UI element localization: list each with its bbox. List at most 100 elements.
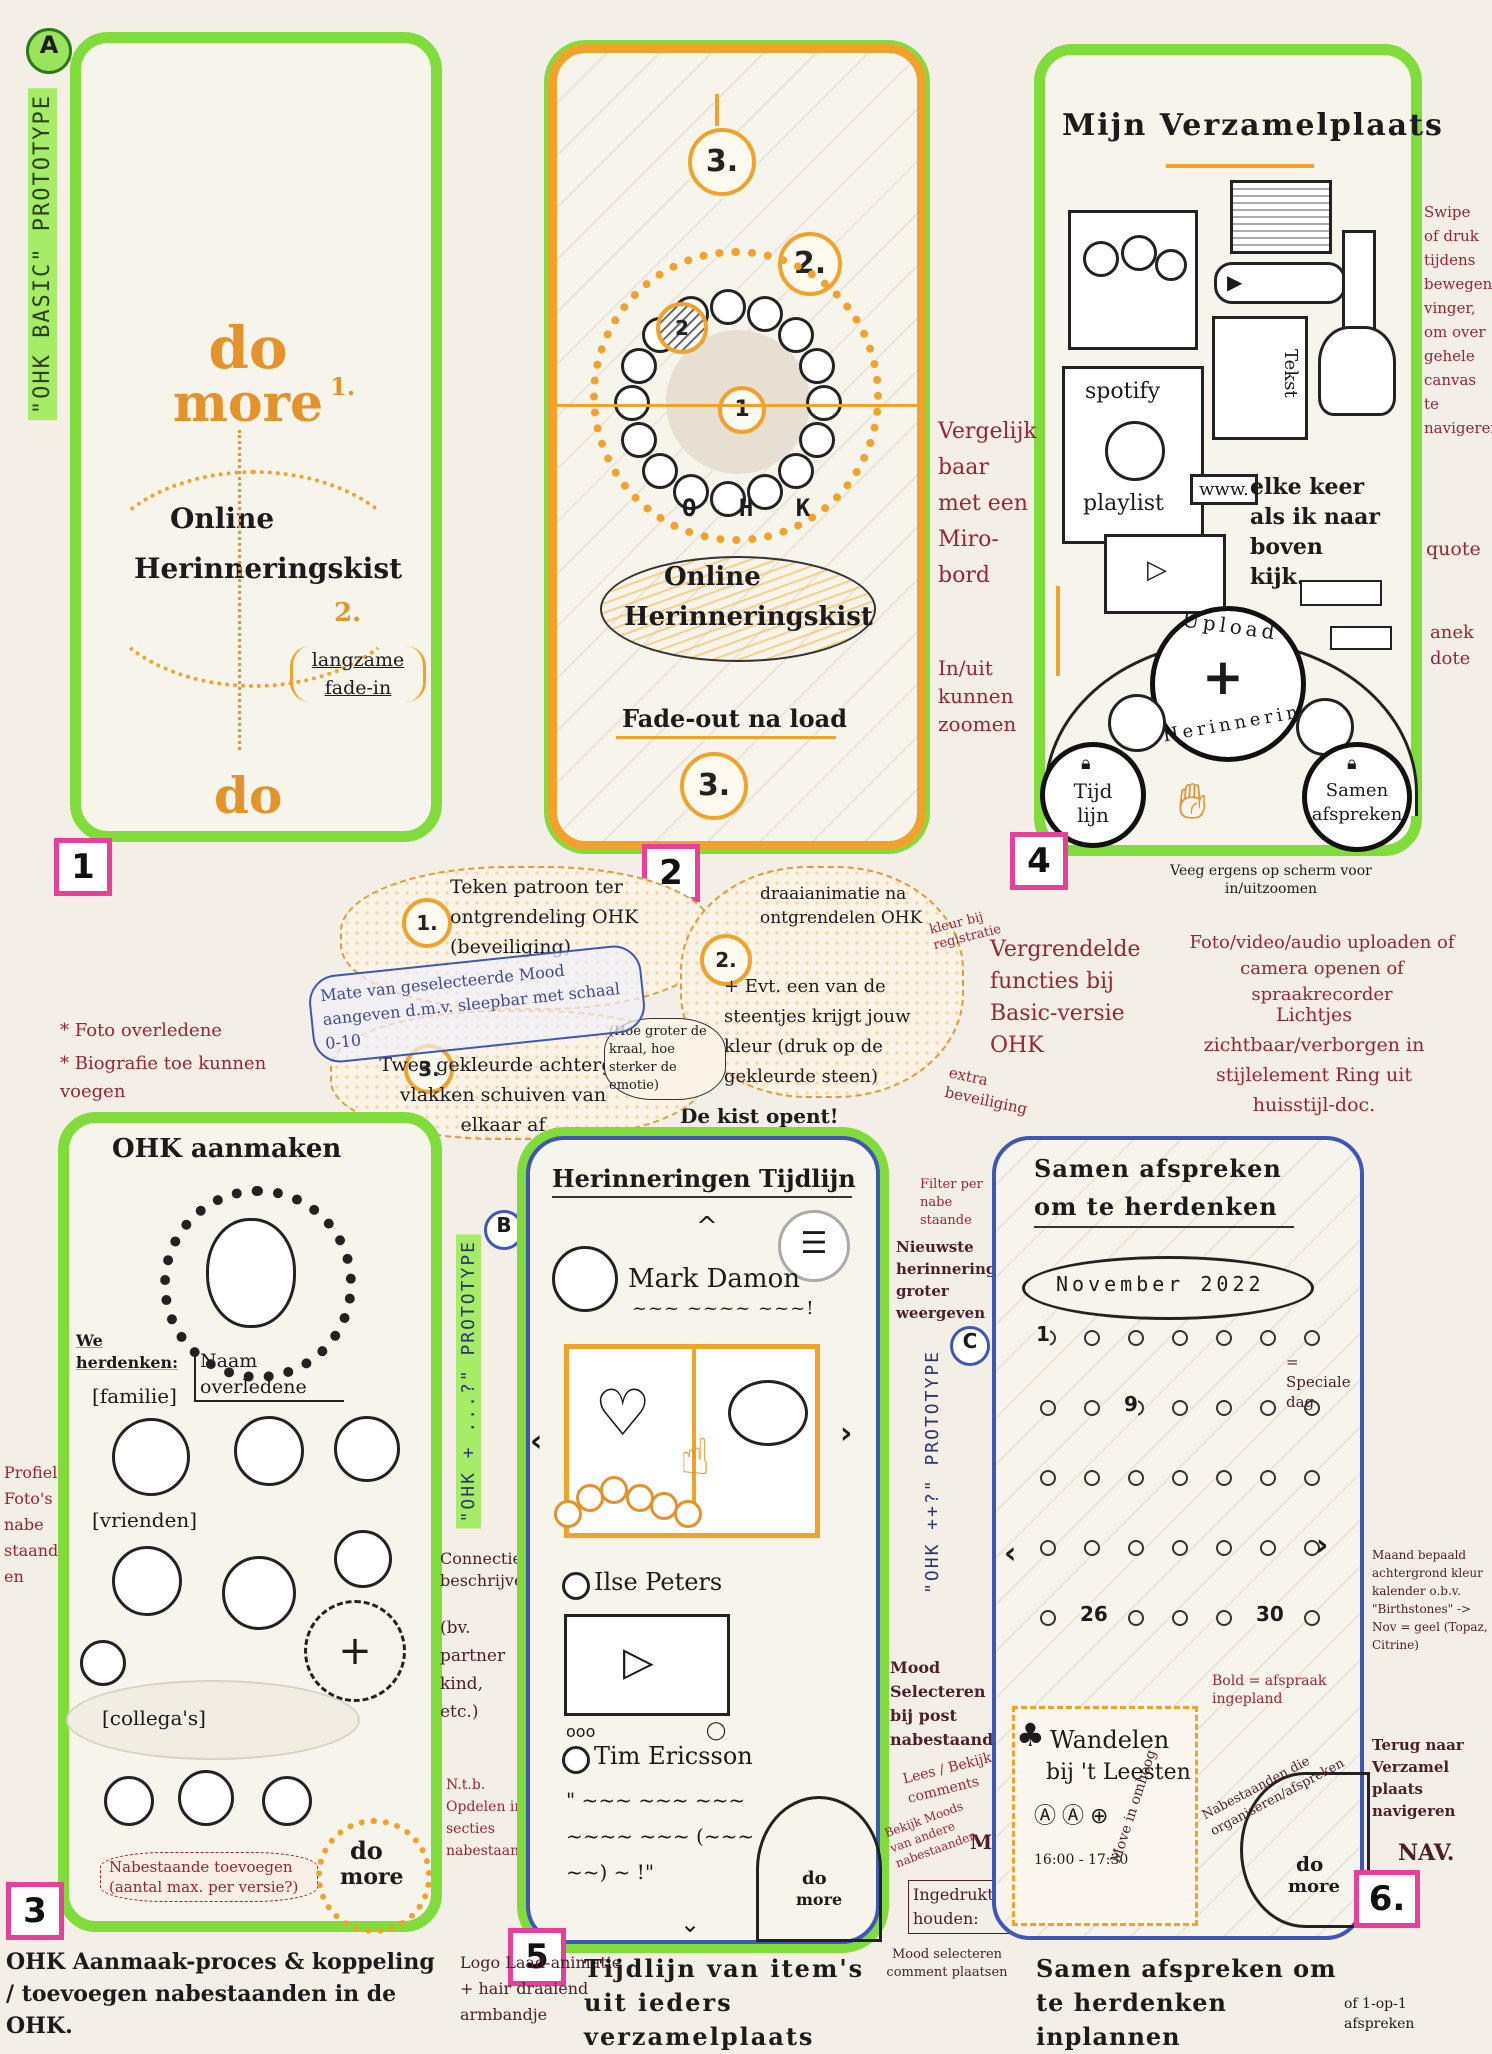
s6-calendar-day[interactable] — [1128, 1540, 1144, 1556]
s5-mood-beads[interactable] — [554, 1470, 704, 1530]
s6-calendar-day-label: 9 — [1124, 1392, 1138, 1416]
s5-filter-button[interactable]: ☰ — [778, 1210, 850, 1282]
s3-avatar[interactable] — [112, 1418, 190, 1496]
s1-logo: do more — [168, 318, 328, 430]
s5-mood-bead[interactable] — [674, 1500, 702, 1528]
s6-calendar-day[interactable] — [1172, 1540, 1188, 1556]
s6-calendar-day[interactable] — [1304, 1400, 1320, 1416]
chevron-left-icon[interactable]: ‹ — [1004, 1536, 1017, 1571]
s4-upload-circle[interactable] — [1150, 606, 1306, 762]
s5-user1-name[interactable]: Mark Damon — [628, 1264, 800, 1294]
s2-bead[interactable] — [777, 317, 814, 354]
hand-icon: ✋︎ — [1178, 772, 1207, 830]
s6-calendar-day[interactable] — [1172, 1330, 1188, 1346]
s6-logo-do: do — [1296, 1852, 1324, 1876]
s3-avatar[interactable] — [222, 1556, 296, 1630]
s3-avatar[interactable] — [80, 1640, 126, 1686]
s5-user3-avatar[interactable] — [562, 1746, 590, 1774]
s3-naam-field[interactable]: Naam overledene — [194, 1348, 344, 1402]
caption-screen-6b: of 1-op-1 afspreken — [1344, 1996, 1415, 2032]
s6-calendar-day[interactable] — [1128, 1330, 1144, 1346]
s6-event-card[interactable] — [1012, 1706, 1198, 1926]
s6-calendar-day[interactable] — [1084, 1330, 1100, 1346]
s6-calendar-day[interactable] — [1304, 1330, 1320, 1346]
s4-tijdlijn-button[interactable]: 🔒︎ Tijd lijn — [1040, 742, 1146, 848]
s2-bead[interactable] — [710, 481, 746, 517]
s5-mood-bead[interactable] — [650, 1492, 678, 1520]
chevron-left-icon[interactable]: ‹ — [530, 1424, 543, 1459]
s6-calendar-day[interactable] — [1260, 1330, 1276, 1346]
s6-calendar-day[interactable] — [1216, 1330, 1232, 1346]
s2-bead[interactable] — [746, 473, 783, 510]
s5-user2-avatar[interactable] — [562, 1572, 590, 1600]
s3-avatar[interactable] — [178, 1770, 234, 1826]
s2-bead[interactable] — [621, 348, 658, 385]
s6-calendar-day[interactable] — [1216, 1400, 1232, 1416]
s6-calendar-day[interactable] — [1260, 1400, 1276, 1416]
s3-avatar[interactable] — [262, 1776, 312, 1826]
s6-calendar-day[interactable] — [1128, 1470, 1144, 1486]
note-quote: quote — [1426, 538, 1481, 560]
s3-avatar[interactable] — [334, 1416, 400, 1482]
s5-user2-name[interactable]: Ilse Peters — [594, 1568, 723, 1596]
s4-spotify-card: spotify playlist — [1062, 366, 1204, 544]
s3-nabestaanden-note: Nabestaande toevoegen (aantal max. per v… — [100, 1852, 318, 1902]
s6-calendar-day[interactable] — [1260, 1540, 1276, 1556]
s6-calendar-day[interactable] — [1216, 1610, 1232, 1626]
s2-bead[interactable] — [614, 385, 650, 421]
s6-calendar-day[interactable] — [1128, 1610, 1144, 1626]
chevron-down-icon[interactable]: ⌄ — [680, 1910, 701, 1938]
s2-bead[interactable] — [642, 452, 679, 489]
s6-calendar-day[interactable] — [1040, 1470, 1056, 1486]
s2-bead[interactable] — [798, 348, 835, 385]
s2-ohk-beads: O H K — [682, 494, 825, 522]
s1-fade-line2: fade-in — [324, 677, 392, 699]
note-3-text: Twee gekleurde achtergr. vlakken schuive… — [379, 1054, 627, 1136]
s2-bead[interactable] — [710, 289, 746, 325]
s6-calendar-day[interactable] — [1084, 1540, 1100, 1556]
s6-month-pill[interactable] — [1022, 1256, 1314, 1320]
plus-icon[interactable]: + — [1202, 648, 1244, 706]
s6-calendar-day[interactable] — [1216, 1540, 1232, 1556]
s5-user3-name[interactable]: Tim Ericsson — [594, 1742, 753, 1770]
s3-avatar[interactable] — [234, 1416, 304, 1486]
s6-calendar-day[interactable] — [1040, 1610, 1056, 1626]
note-2b-text: + Evt. een van de steentjes krijgt jouw … — [724, 976, 911, 1087]
s2-bead[interactable] — [777, 452, 814, 489]
s6-calendar-day[interactable] — [1172, 1470, 1188, 1486]
s3-add-relative-button[interactable]: + — [304, 1600, 406, 1702]
s6-calendar-day[interactable] — [1304, 1610, 1320, 1626]
s6-calendar-day[interactable] — [1172, 1610, 1188, 1626]
s5-mood-bead[interactable] — [600, 1476, 628, 1504]
s2-bead[interactable] — [621, 421, 658, 458]
s6-calendar-day[interactable] — [1172, 1400, 1188, 1416]
s5-move-dome — [756, 1796, 882, 1942]
s4-samen-button[interactable]: 🔒︎ Samen afspreken — [1302, 742, 1412, 852]
s6-calendar-day[interactable] — [1084, 1470, 1100, 1486]
s6-calendar-day[interactable] — [1304, 1540, 1320, 1556]
s6-calendar-day[interactable] — [1084, 1400, 1100, 1416]
s6-calendar-day[interactable] — [1040, 1540, 1056, 1556]
chevron-up-icon[interactable]: ^ — [696, 1212, 718, 1242]
s5-video-post[interactable]: ▷ — [564, 1614, 730, 1716]
s2-bead[interactable] — [673, 473, 710, 510]
s2-bead[interactable] — [806, 385, 842, 421]
s6-calendar-day[interactable] — [1260, 1470, 1276, 1486]
s2-bead[interactable] — [798, 421, 835, 458]
comment-icon[interactable]: ◯ — [706, 1720, 727, 1741]
s3-avatar[interactable] — [112, 1546, 182, 1616]
chevron-right-icon[interactable]: › — [1316, 1528, 1329, 1563]
s6-calendar-day[interactable] — [1304, 1470, 1320, 1486]
s5-user1-avatar[interactable] — [552, 1246, 618, 1312]
s3-avatar[interactable] — [104, 1776, 154, 1826]
note-inuit: In/uit kunnen zoomen — [938, 656, 1017, 736]
s5-reaction-beads[interactable]: ooo — [566, 1722, 596, 1741]
s6-calendar-day[interactable] — [1216, 1470, 1232, 1486]
chevron-right-icon[interactable]: › — [840, 1416, 853, 1451]
s2-arrow-up — [715, 94, 719, 126]
s6-event-attendees[interactable]: ⒶⒶ⊕ — [1034, 1804, 1115, 1829]
s6-calendar-day[interactable] — [1040, 1400, 1056, 1416]
s2-bead[interactable] — [746, 296, 783, 333]
s3-avatar[interactable] — [334, 1530, 392, 1588]
